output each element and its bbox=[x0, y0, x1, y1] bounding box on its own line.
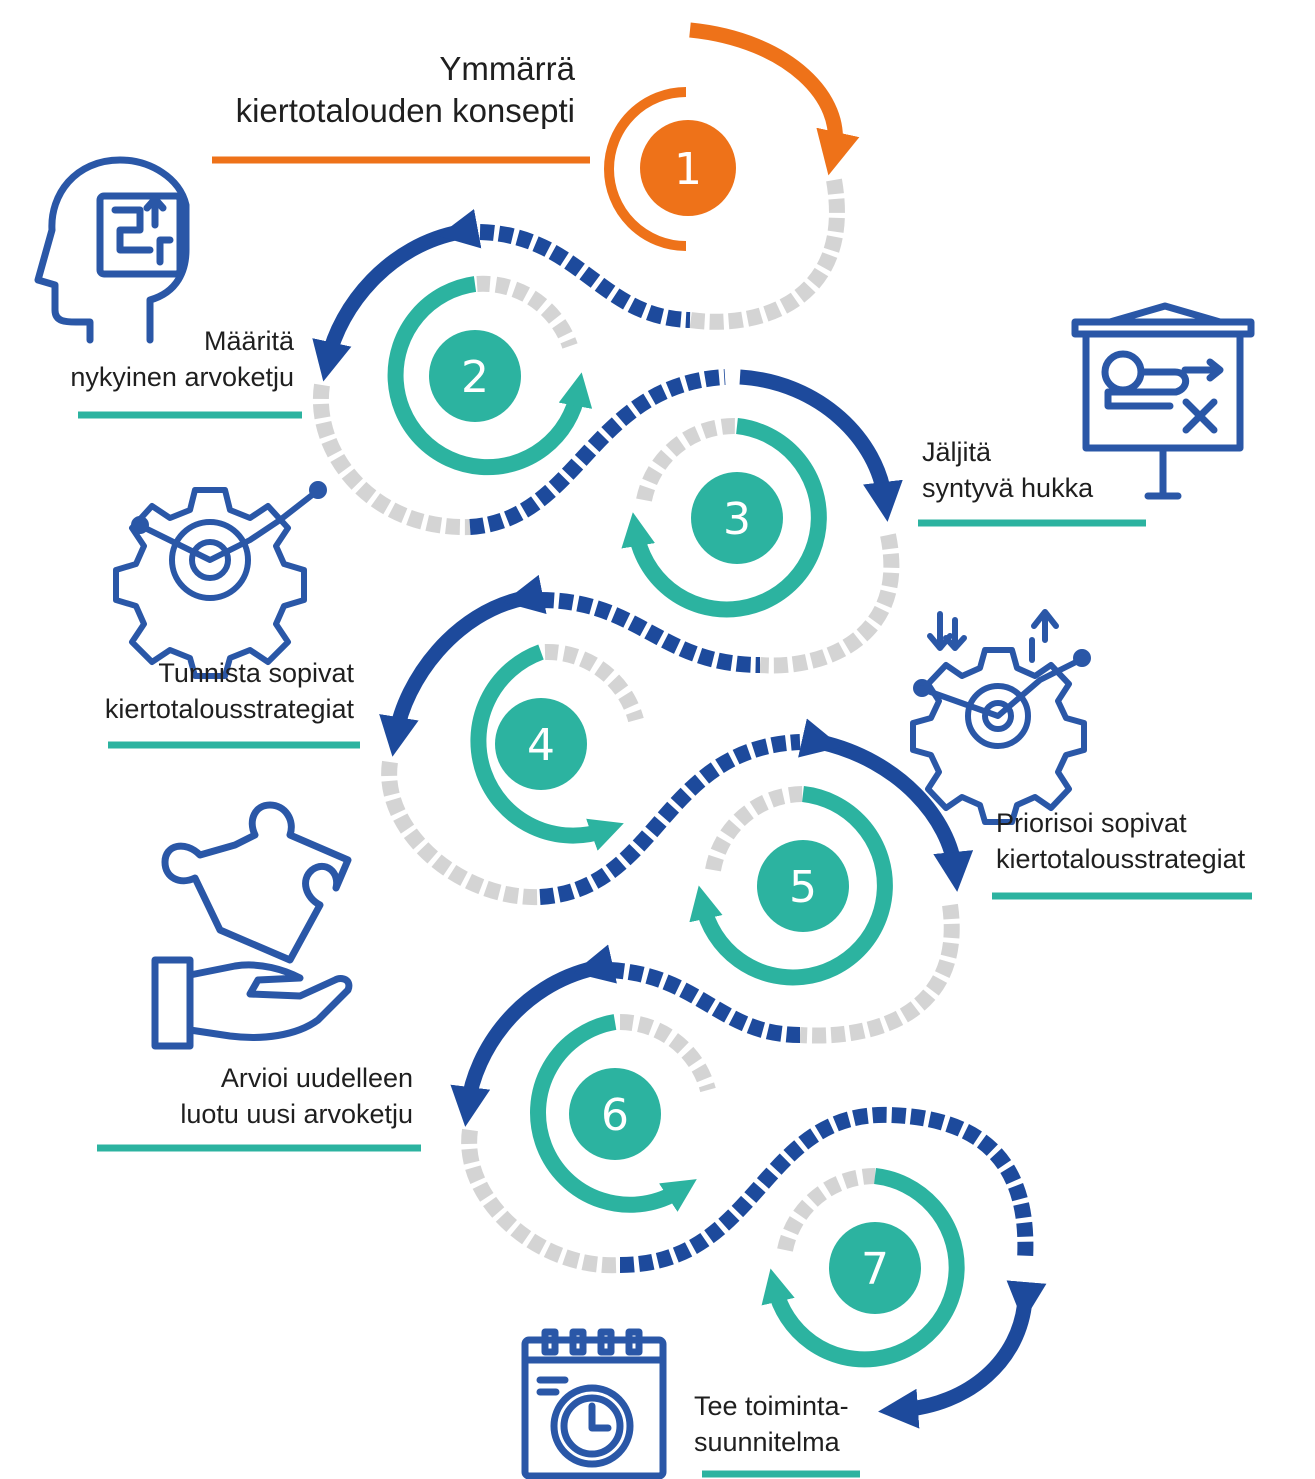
gear-target-icon bbox=[113, 481, 327, 679]
connector-arrows bbox=[312, 209, 1047, 1429]
step-6-label: Arvioi uudelleen luotu uusi arvoketju bbox=[110, 1060, 413, 1132]
step-6-arc bbox=[530, 1014, 697, 1213]
step-7-label-line-2: suunnitelma bbox=[694, 1427, 840, 1457]
step-2-number: 2 bbox=[461, 352, 489, 403]
step-5-label-line-2: kiertotalousstrategiat bbox=[996, 844, 1246, 874]
step-4-number: 4 bbox=[527, 720, 555, 771]
calendar-clock-icon bbox=[521, 1328, 667, 1479]
step-6-label-line-1: Arvioi uudelleen bbox=[220, 1063, 413, 1093]
step-3-circle bbox=[691, 472, 783, 564]
step-2-circle bbox=[429, 330, 521, 422]
step-3-label-line-2: syntyvä hukka bbox=[922, 473, 1094, 503]
step-5-circle bbox=[757, 840, 849, 932]
step-1-outer-arc bbox=[689, 22, 860, 176]
step-1-circle bbox=[640, 120, 736, 216]
step-4: 4 bbox=[470, 643, 644, 851]
hand-puzzle-icon bbox=[151, 801, 353, 1050]
head-maze-icon bbox=[34, 156, 190, 344]
step-5-label: Priorisoi sopivat kiertotalousstrategiat bbox=[996, 805, 1296, 877]
connector-track bbox=[312, 178, 960, 1274]
step-6-label-line-2: luotu uusi arvoketju bbox=[180, 1099, 413, 1129]
strategy-board-icon bbox=[1071, 302, 1255, 500]
step-6-circle bbox=[569, 1068, 661, 1160]
step-3-label: Jäljitä syntyvä hukka bbox=[922, 434, 1152, 506]
step-6-grey-arc bbox=[619, 1014, 716, 1093]
step-4-grey-arc bbox=[544, 643, 644, 723]
step-3-number: 3 bbox=[723, 494, 751, 545]
step-3: 3 bbox=[621, 417, 827, 618]
step-2: 2 bbox=[387, 275, 593, 476]
step-5: 5 bbox=[689, 786, 893, 986]
step-7-grey-arc bbox=[777, 1168, 876, 1252]
step-2-grey-arc bbox=[476, 275, 578, 349]
step-3-label-line-1: Jäljitä bbox=[922, 437, 992, 467]
connector-dashed bbox=[469, 224, 1034, 1273]
step-5-arc bbox=[689, 786, 893, 986]
step-1-number: 1 bbox=[674, 144, 702, 195]
step-4-label: Tunnista sopivat kiertotalousstrategiat bbox=[40, 655, 354, 727]
step-6: 6 bbox=[530, 1014, 716, 1213]
step-3-arc bbox=[621, 418, 827, 618]
step-1: 1 bbox=[604, 22, 860, 251]
label-underlines bbox=[78, 156, 1252, 1478]
step-2-label-line-1: Määritä bbox=[203, 326, 294, 356]
step-7-label-line-1: Tee toiminta- bbox=[694, 1391, 849, 1421]
step-7-circle bbox=[829, 1222, 921, 1314]
step-4-circle bbox=[495, 698, 587, 790]
step-3-grey-arc bbox=[636, 417, 738, 502]
step-4-arc bbox=[470, 644, 624, 851]
step-1-inner-arc bbox=[604, 87, 687, 251]
step-7-label: Tee toiminta- suunnitelma bbox=[694, 1388, 894, 1460]
step-7-number: 7 bbox=[861, 1244, 889, 1295]
step-7-arc bbox=[761, 1168, 965, 1368]
step-4-label-line-2: kiertotalousstrategiat bbox=[104, 694, 354, 724]
step-7: 7 bbox=[761, 1168, 965, 1368]
step-1-label-line-2: kiertotalouden konsepti bbox=[235, 92, 575, 129]
step-5-label-line-1: Priorisoi sopivat bbox=[996, 808, 1187, 838]
step-6-number: 6 bbox=[601, 1090, 629, 1141]
step-4-label-line-1: Tunnista sopivat bbox=[158, 658, 354, 688]
step-1-label-line-1: Ymmärrä bbox=[439, 50, 575, 87]
step-2-arc bbox=[387, 276, 593, 476]
step-5-number: 5 bbox=[789, 862, 817, 913]
step-2-label-line-2: nykyinen arvoketju bbox=[70, 362, 294, 392]
step-2-label: Määritä nykyinen arvoketju bbox=[30, 323, 294, 395]
gear-arrows-icon bbox=[910, 609, 1091, 825]
step-5-grey-arc bbox=[705, 786, 804, 872]
step-1-label: Ymmärrä kiertotalouden konsepti bbox=[160, 48, 575, 132]
